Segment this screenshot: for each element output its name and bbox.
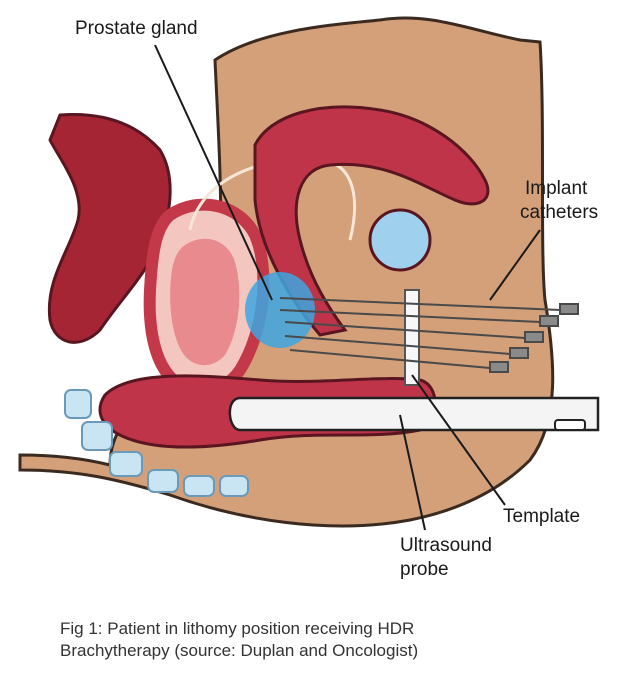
label-ultrasound-line2: probe xyxy=(400,559,449,580)
label-template: Template xyxy=(503,506,581,527)
label-implant-catheters-line2: catheters xyxy=(520,202,599,223)
brachytherapy-anatomy-diagram xyxy=(18,16,600,531)
leader-lines xyxy=(154,44,541,531)
pubic-tissue xyxy=(47,113,172,344)
ultrasound-probe xyxy=(228,396,600,432)
upper-organ xyxy=(253,105,490,337)
seminal-vesicle xyxy=(368,208,432,272)
bladder-inner xyxy=(170,238,240,366)
implant-catheters xyxy=(279,297,579,373)
caption-line-2: Brachytherapy (source: Duplan and Oncolo… xyxy=(60,641,419,660)
probe-handle-cap xyxy=(554,419,586,431)
figure-caption: Fig 1: Patient in lithomy position recei… xyxy=(60,618,620,662)
spine xyxy=(64,389,249,497)
label-implant-catheters-line1: Implant xyxy=(525,178,588,199)
label-prostate-gland: Prostate gland xyxy=(75,18,198,39)
label-ultrasound-line1: Ultrasound xyxy=(400,535,492,556)
caption-line-1: Fig 1: Patient in lithomy position recei… xyxy=(60,619,415,638)
